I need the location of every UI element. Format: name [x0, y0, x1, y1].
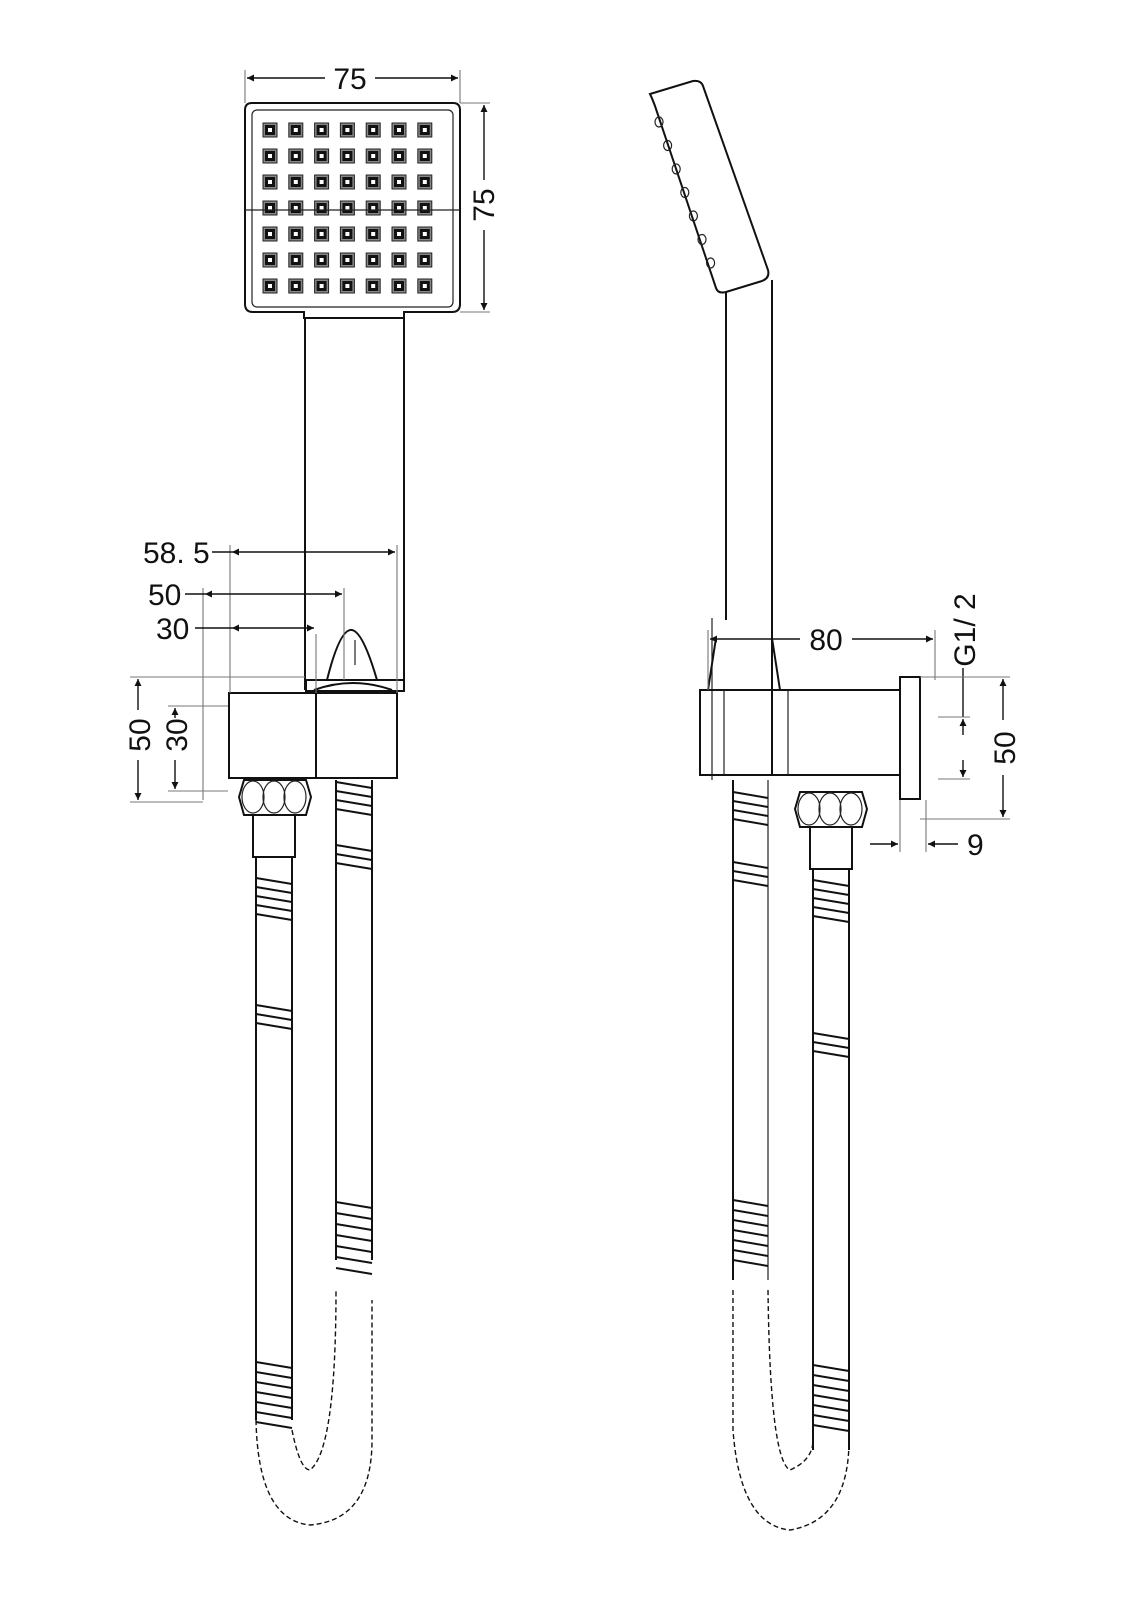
side-nozzle-icon — [671, 163, 681, 175]
side-nozzle-icon — [654, 116, 664, 128]
handle-side — [711, 280, 773, 780]
dim-bracket-height-outer: 50 — [124, 718, 157, 751]
hose-side — [732, 780, 850, 1531]
dim-head-height: 75 — [468, 188, 501, 221]
holder-cone-side — [706, 637, 782, 691]
dim-plate-thickness: 9 — [967, 829, 984, 862]
dim-thread: G1/ 2 — [949, 593, 982, 666]
front-view: 75 75 58. 5 50 30 — [124, 63, 501, 1526]
dim-projection: 80 — [809, 624, 842, 657]
dim-head-width: 75 — [333, 63, 366, 96]
hex-nut-side — [793, 791, 869, 870]
side-nozzle-icon — [697, 233, 707, 246]
side-nozzle-icon — [662, 139, 673, 152]
handle-front — [304, 318, 405, 690]
side-nozzle-icon — [680, 186, 690, 199]
dim-bracket-width: 50 — [148, 579, 181, 612]
dim-holder-width: 30 — [156, 613, 189, 646]
dim-bracket-height-inner: 30 — [161, 718, 194, 751]
shower-head-side — [648, 79, 770, 294]
side-view: 80 G1/ 2 50 9 — [648, 79, 1022, 1531]
hex-nut-front — [237, 779, 313, 858]
side-nozzle-icon — [705, 257, 716, 269]
holder-cone-front — [305, 629, 405, 692]
side-nozzles — [654, 116, 716, 269]
hose-front — [255, 780, 373, 1526]
dim-plate-height: 50 — [989, 731, 1022, 764]
front-dimensions: 75 75 58. 5 50 30 — [124, 63, 501, 803]
shower-head-front — [244, 102, 461, 319]
bracket-front — [228, 692, 398, 779]
nozzle-grid — [262, 122, 433, 294]
dim-bracket-overall: 58. 5 — [143, 537, 210, 570]
side-dimensions: 80 G1/ 2 50 9 — [707, 593, 1022, 862]
bracket-side — [699, 676, 921, 800]
side-nozzle-icon — [688, 210, 699, 222]
